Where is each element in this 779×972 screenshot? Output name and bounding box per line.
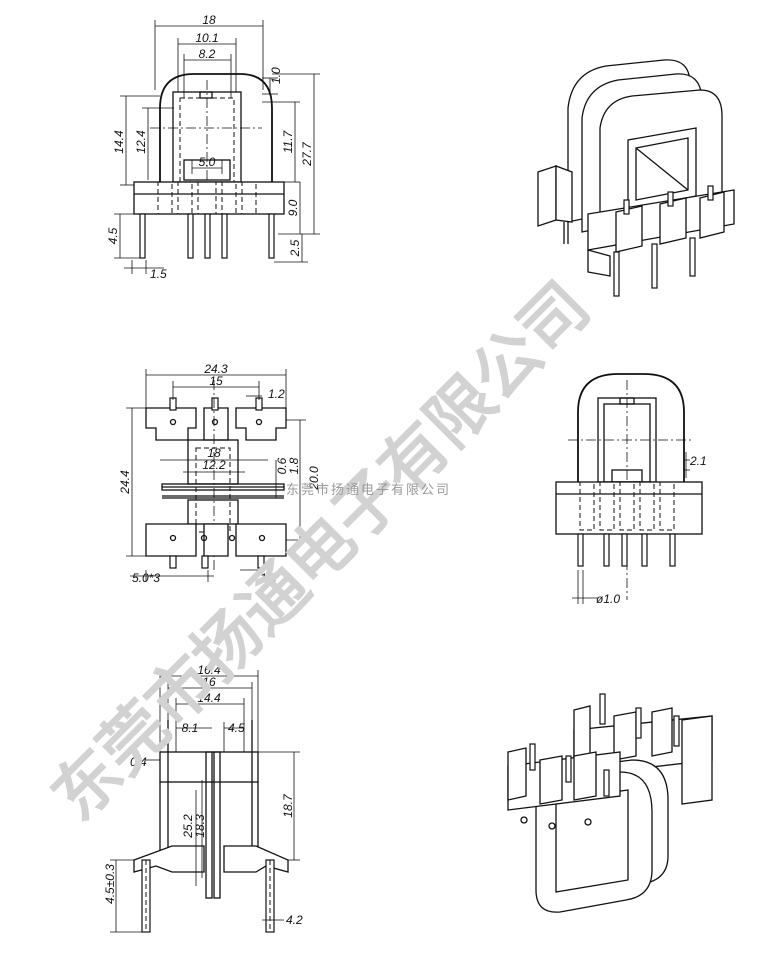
dim-0-6: 0.6 xyxy=(275,457,289,474)
front-view: 18 10.1 8.2 1.0 14.4 12.4 11.7 27.7 5.0 … xyxy=(106,13,320,281)
dim-4-2: 4.2 xyxy=(286,913,303,927)
dim-18-mid: 18 xyxy=(207,446,221,460)
dim-20-0: 20.0 xyxy=(307,466,321,491)
dim-1-0: 1.0 xyxy=(269,67,283,84)
dim-15: 15 xyxy=(209,374,223,388)
dim-24-4: 24.4 xyxy=(118,470,132,495)
dim-24-3: 24.3 xyxy=(203,362,228,376)
dim-12-4: 12.4 xyxy=(134,130,148,154)
dim-5-0: 5.0 xyxy=(199,155,216,169)
dim-18-7: 18.7 xyxy=(281,793,295,818)
dim-11-7: 11.7 xyxy=(281,129,295,153)
dim-5-0x3: 5.0*3 xyxy=(132,571,160,585)
dim-2-1: 2.1 xyxy=(689,454,707,468)
dim-1-6: 1.6 xyxy=(260,571,277,585)
dim-1-2: 1.2 xyxy=(268,387,285,401)
top-view: 24.3 15 1.2 24.4 18 12.2 0.6 1.8 20.0 5.… xyxy=(118,362,321,585)
bottom-view: 16.4 16 14.4 8.1 4.5 0.4 25.2 18.3 18.7 … xyxy=(103,663,303,933)
dim-4-5-tol: 4.5±0.3 xyxy=(103,864,117,904)
dim-16: 16 xyxy=(202,675,216,689)
dim-8-1: 8.1 xyxy=(182,721,199,735)
dim-25-2: 25.2 xyxy=(181,814,195,839)
dim-18-3: 18.3 xyxy=(193,814,207,838)
dim-8-2: 8.2 xyxy=(199,47,216,61)
isometric-view-top xyxy=(537,59,735,297)
dim-4-5: 4.5 xyxy=(106,227,120,244)
dim-0-4: 0.4 xyxy=(130,755,147,769)
side-view: 2.1 ø1.0 xyxy=(555,373,707,606)
dim-12-2: 12.2 xyxy=(202,458,226,472)
watermark-small: 东莞市扬通电子有限公司 xyxy=(286,482,451,498)
dim-phi-1-0: ø1.0 xyxy=(596,592,620,606)
dim-1-5: 1.5 xyxy=(150,267,167,281)
dim-18: 18 xyxy=(202,13,216,27)
dim-9-0: 9.0 xyxy=(286,199,300,216)
dim-27-7: 27.7 xyxy=(300,141,314,167)
dim-4-5-b: 4.5 xyxy=(228,721,245,735)
dim-14-4-b: 14.4 xyxy=(197,691,221,705)
dim-1-8: 1.8 xyxy=(287,457,301,474)
dim-10-1: 10.1 xyxy=(195,31,218,45)
isometric-view-bottom xyxy=(507,693,713,913)
dim-2-5: 2.5 xyxy=(288,239,302,257)
dim-16-4: 16.4 xyxy=(197,663,221,677)
dim-14-4: 14.4 xyxy=(112,130,126,154)
